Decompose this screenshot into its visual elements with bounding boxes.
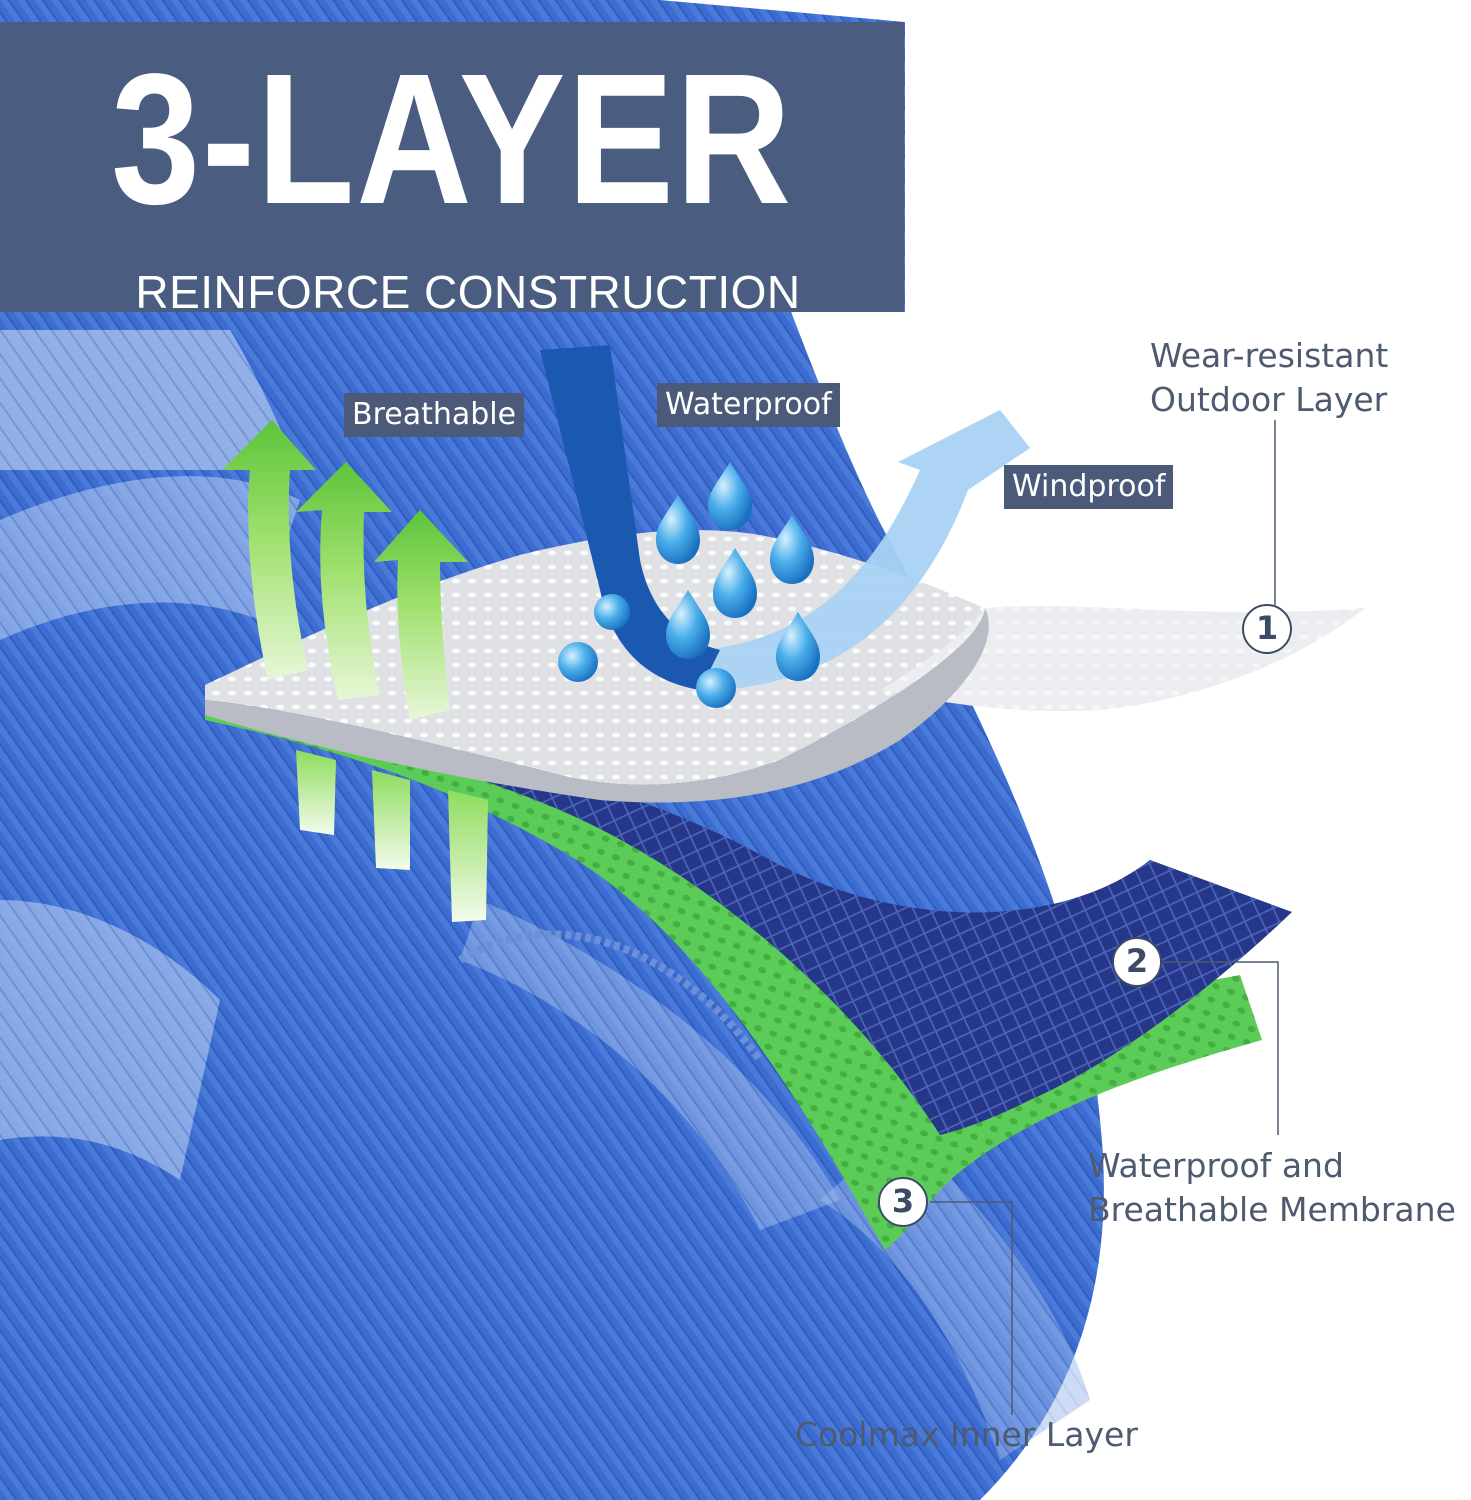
breathable-tag: Breathable: [344, 393, 525, 437]
layer-1-marker: 1: [1242, 604, 1292, 654]
layer-2-label: Waterproof and Breathable Membrane: [1088, 1144, 1456, 1232]
layer-1-label-line1: Wear-resistant: [1150, 336, 1389, 375]
waterproof-tag: Waterproof: [657, 383, 840, 427]
windproof-tag: Windproof: [1004, 465, 1174, 509]
headline-title: 3-LAYER: [111, 36, 793, 243]
layer-2-label-line1: Waterproof and: [1088, 1146, 1344, 1185]
breathable-arrow-1-icon: [222, 420, 316, 680]
windproof-arrow-icon: [700, 410, 1030, 690]
layer-1-label: Wear-resistant Outdoor Layer: [1150, 334, 1388, 422]
layer-1-label-line2: Outdoor Layer: [1150, 380, 1388, 419]
breathable-arrow-2-icon: [296, 462, 392, 700]
header-banner: 3-LAYER REINFORCE CONSTRUCTION: [0, 22, 904, 318]
layer-3-marker: 3: [878, 1177, 928, 1227]
headline-subtitle: REINFORCE CONSTRUCTION: [135, 266, 801, 318]
waterproof-arrow-icon: [540, 345, 720, 690]
layer-2-label-line2: Breathable Membrane: [1088, 1190, 1456, 1229]
layer-2-marker: 2: [1112, 937, 1162, 987]
breathable-arrow-3-icon: [374, 510, 468, 720]
water-drop-icon: [558, 462, 820, 708]
layer-3-label: Coolmax Inner Layer: [795, 1415, 1138, 1454]
